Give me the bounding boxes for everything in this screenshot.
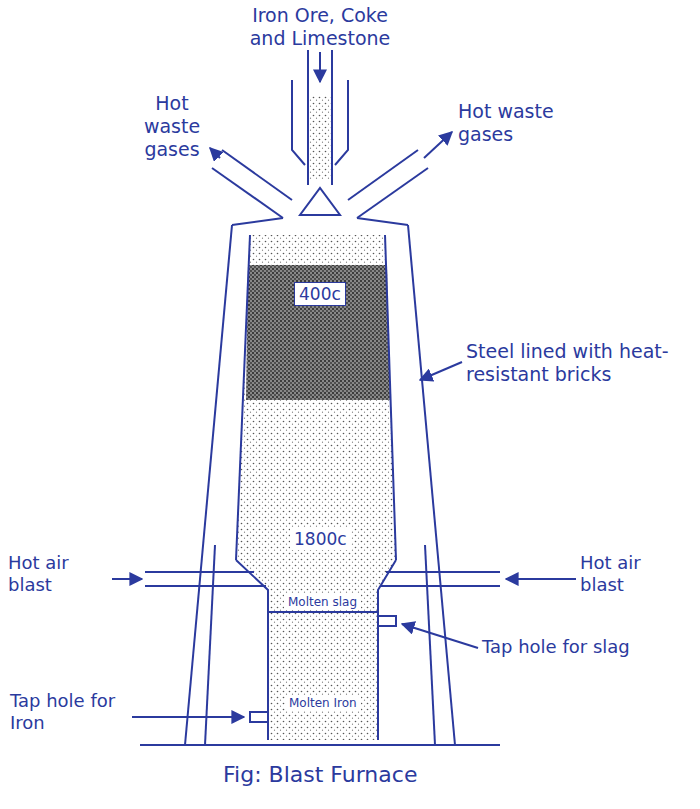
zone-label: Molten Iron (285, 695, 361, 711)
gas-label: Hot waste gases (136, 92, 208, 160)
temperature-label: 1800c (290, 528, 351, 550)
zone-label: Molten slag (284, 594, 361, 610)
air-blast-label: Hot air blast (580, 552, 690, 595)
caption: Fig: Blast Furnace (223, 762, 417, 788)
feed-label: Iron Ore, Coke and Limestone (240, 4, 400, 50)
temperature-label: 400c (294, 282, 346, 306)
wall-label: Steel lined with heat-resistant bricks (466, 340, 686, 386)
air-blast-label: Hot air blast (8, 552, 112, 595)
tap-hole-label: Tap hole for Iron (10, 690, 130, 733)
gas-label: Hot waste gases (458, 100, 588, 146)
tap-hole-label: Tap hole for slag (482, 636, 682, 658)
